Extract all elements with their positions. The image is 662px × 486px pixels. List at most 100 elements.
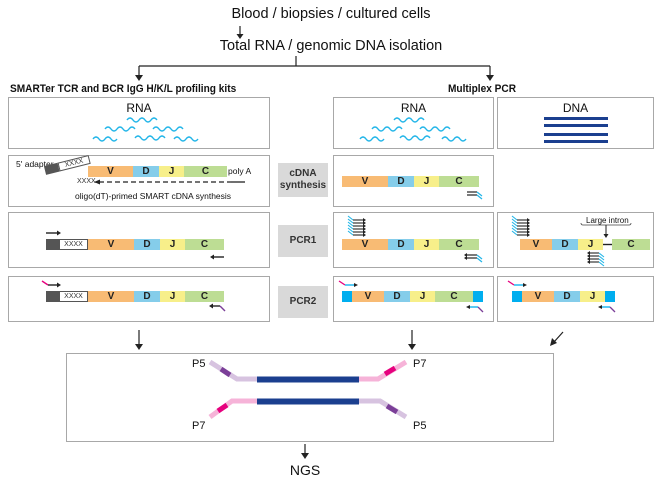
segment-d: D bbox=[554, 291, 580, 302]
segment-j: J bbox=[160, 291, 185, 302]
step-label: cDNA bbox=[289, 168, 317, 179]
amplicon-strand: V D J C bbox=[342, 291, 483, 302]
isolation-label: Total RNA / genomic DNA isolation bbox=[219, 38, 443, 54]
cdna-strand: XXXX V D J C bbox=[46, 239, 224, 250]
step-label: synthesis bbox=[279, 180, 327, 191]
adapter-dark-segment bbox=[46, 239, 59, 250]
adapter-segment bbox=[605, 291, 615, 302]
right-dna-pcr1-box: Large intron V D J C bbox=[497, 212, 654, 268]
rna-wave-icon bbox=[152, 126, 184, 132]
cdna-strand: V D J C bbox=[342, 176, 479, 187]
reverse-primer-pool-icon bbox=[467, 191, 483, 200]
forward-indexed-primer-icon bbox=[507, 280, 527, 287]
right-rna-pcr1-box: V D J C bbox=[333, 212, 494, 268]
xxxx-label: XXXX bbox=[77, 178, 96, 185]
segment-v: V bbox=[342, 176, 388, 187]
multiplex-primers bbox=[347, 215, 483, 263]
adapter-dark-segment bbox=[46, 291, 59, 302]
p5-adapter-bottom-right bbox=[359, 398, 408, 420]
step-pcr1: PCR1 bbox=[278, 225, 328, 257]
adapter-xxxx: XXXX bbox=[59, 291, 88, 302]
step-label: PCR2 bbox=[289, 296, 317, 307]
p7-label: P7 bbox=[192, 420, 206, 432]
segment-d: D bbox=[384, 291, 410, 302]
forward-indexed-primer-icon bbox=[338, 280, 358, 287]
rna-wave-icon bbox=[104, 126, 136, 132]
p7-adapter-top-right bbox=[359, 359, 408, 382]
dna-box: DNA bbox=[497, 97, 654, 149]
segment-v: V bbox=[88, 166, 133, 177]
segment-d: D bbox=[388, 239, 414, 250]
amplicon-strand: V D J bbox=[512, 291, 622, 302]
rna-wave-icon bbox=[173, 136, 199, 142]
left-rna-box: RNA bbox=[8, 97, 270, 149]
rna-wave-icon bbox=[441, 136, 467, 142]
segment-c: C bbox=[185, 239, 224, 250]
arrows-to-library bbox=[135, 330, 564, 350]
arrow-down-icon bbox=[603, 234, 609, 238]
left-branch-title: SMARTer TCR and BCR IgG H/K/L profiling … bbox=[10, 83, 237, 95]
rna-label: RNA bbox=[400, 101, 427, 115]
branch-connector bbox=[135, 56, 494, 81]
left-pcr2-box: XXXX V D J C bbox=[8, 276, 270, 322]
right-rna-cdna-box: V D J C bbox=[333, 155, 494, 207]
segment-j: J bbox=[414, 239, 439, 250]
p7-adapter-bottom-left bbox=[208, 398, 257, 420]
rna-wave-icon bbox=[126, 117, 158, 123]
left-cdna-box: 5' adapter XXXX V D J C poly A XXXX olig… bbox=[8, 155, 270, 207]
genomic-strand: V D J C bbox=[520, 239, 650, 250]
smart-synthesis-label: oligo(dT)-primed SMART cDNA synthesis bbox=[75, 191, 232, 201]
reverse-indexed-primer-icon bbox=[598, 305, 616, 313]
p5-adapter-top-left bbox=[208, 359, 257, 382]
segment-j: J bbox=[578, 239, 603, 250]
right-rna-box: RNA bbox=[333, 97, 494, 149]
primer-arrows bbox=[46, 230, 224, 260]
right-rna-pcr2-box: V D J C bbox=[333, 276, 494, 322]
intron-and-primers bbox=[511, 215, 632, 267]
source-label: Blood / biopsies / cultured cells bbox=[231, 6, 431, 22]
segment-c: C bbox=[439, 239, 479, 250]
reverse-indexed-primer-icon bbox=[466, 305, 484, 313]
adapter-segment bbox=[512, 291, 522, 302]
segment-c: C bbox=[439, 176, 479, 187]
rna-label: RNA bbox=[126, 101, 152, 115]
segment-j: J bbox=[410, 291, 435, 302]
sequencing-library-box: P5 P7 P7 P5 bbox=[66, 353, 554, 442]
right-branch-title: Multiplex PCR bbox=[448, 83, 517, 95]
segment-d: D bbox=[133, 166, 159, 177]
p7-label: P7 bbox=[413, 358, 427, 370]
forward-primer-pool-icon bbox=[347, 215, 366, 237]
arrow-down-icon bbox=[301, 444, 309, 459]
dna-strands-icon bbox=[544, 117, 608, 143]
segment-v: V bbox=[522, 291, 554, 302]
cdna-synthesis-arrow-icon bbox=[94, 179, 245, 185]
p5-label: P5 bbox=[192, 358, 206, 370]
five-prime-adapter-label: 5' adapter bbox=[16, 159, 54, 169]
indexed-primer-arrows bbox=[507, 280, 616, 313]
insert-top-strand bbox=[257, 376, 359, 383]
rna-wave-icon bbox=[134, 135, 166, 141]
segment-d: D bbox=[388, 176, 414, 187]
insert-bottom-strand bbox=[257, 398, 359, 405]
adapter-xxxx: XXXX bbox=[59, 239, 88, 250]
amplicon-strand: XXXX V D J C bbox=[46, 291, 224, 302]
arrow-down-left-icon bbox=[550, 331, 564, 346]
forward-primer-pool-icon bbox=[511, 215, 530, 237]
segment-j: J bbox=[580, 291, 605, 302]
cdna-strand: V D J C bbox=[342, 239, 479, 250]
segment-v: V bbox=[88, 239, 134, 250]
step-label: PCR1 bbox=[289, 235, 317, 246]
forward-primer-icon bbox=[46, 230, 61, 236]
indexed-primer-arrows bbox=[41, 280, 226, 312]
arrow-down-icon bbox=[236, 26, 244, 39]
adapter-segment bbox=[473, 291, 483, 302]
rna-wave-icon bbox=[92, 136, 118, 142]
rna-wave-icon bbox=[399, 135, 431, 141]
rna-wave-icons bbox=[92, 117, 199, 142]
step-pcr2: PCR2 bbox=[278, 286, 328, 318]
segment-v: V bbox=[520, 239, 552, 250]
segment-j: J bbox=[414, 176, 439, 187]
arrow-down-icon bbox=[135, 330, 143, 350]
segment-c: C bbox=[612, 239, 650, 250]
reverse-primer-pool-icon bbox=[587, 251, 605, 267]
